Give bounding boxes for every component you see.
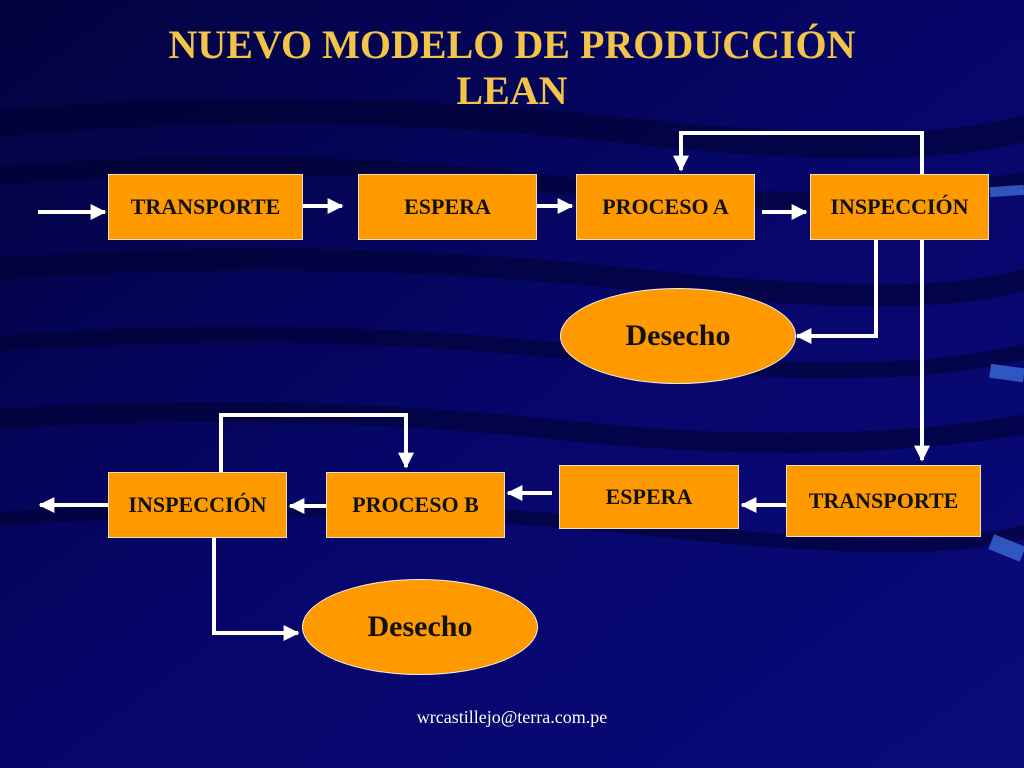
arrow-rework-loop-a bbox=[673, 131, 924, 174]
title-line-2: LEAN bbox=[456, 68, 568, 113]
node-proceso-a: PROCESO A bbox=[576, 174, 755, 240]
title-line-1: NUEVO MODELO DE PRODUCCIÓN bbox=[168, 22, 856, 67]
node-espera-1: ESPERA bbox=[358, 174, 537, 240]
node-transporte-2: TRANSPORTE bbox=[786, 465, 981, 537]
slide-title: NUEVO MODELO DE PRODUCCIÓN LEAN bbox=[0, 22, 1024, 114]
footer-email: wrcastillejo@terra.com.pe bbox=[416, 707, 608, 727]
arrow-inspeccion-desecho-2 bbox=[212, 537, 300, 641]
node-inspeccion-1: INSPECCIÓN bbox=[810, 174, 989, 240]
arrow-inspeccion-desecho-1 bbox=[795, 240, 878, 344]
node-espera-2: ESPERA bbox=[559, 465, 739, 529]
node-inspeccion-2: INSPECCIÓN bbox=[108, 472, 287, 538]
node-desecho-1: Desecho bbox=[560, 288, 796, 384]
arrow-rework-loop-b bbox=[219, 413, 414, 472]
node-desecho-2: Desecho bbox=[302, 579, 538, 675]
node-transporte-1: TRANSPORTE bbox=[108, 174, 303, 240]
node-proceso-b: PROCESO B bbox=[326, 472, 505, 538]
